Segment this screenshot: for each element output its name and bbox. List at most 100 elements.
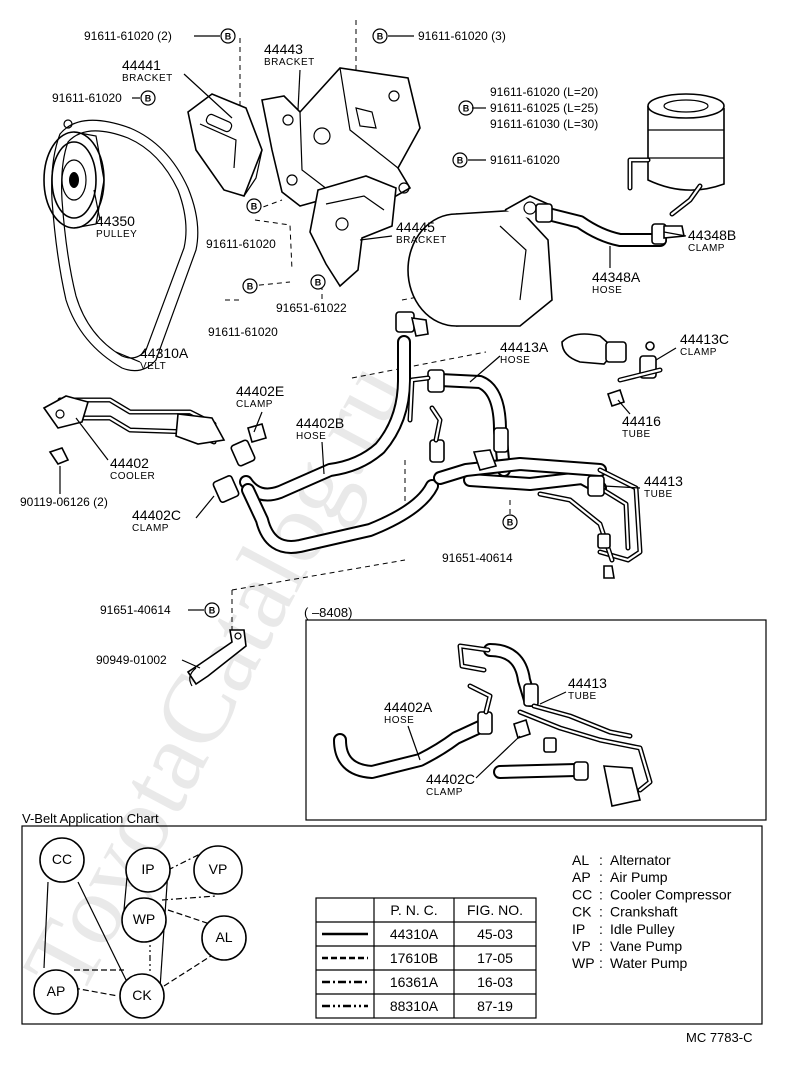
pulley-label-ap: AP — [47, 983, 66, 999]
part-caption-c-44413: TUBE — [644, 489, 673, 500]
pulley-label-ck: CK — [132, 987, 152, 1003]
legend-desc-ip: Idle Pulley — [610, 921, 675, 937]
part-code-c-44441: 44441 — [122, 57, 161, 73]
leader-line — [93, 189, 101, 221]
vbelt-chart-title: V-Belt Application Chart — [22, 811, 159, 826]
bolt-symbol-letter: B — [225, 32, 232, 42]
part-code-c-inset-44402c: 44402C — [426, 771, 475, 787]
part-number-c-91651-61022: 91651-61022 — [276, 301, 347, 315]
part-caption-c-44416: TUBE — [622, 429, 651, 440]
part-number-c-91651-40614-a: 91651-40614 — [442, 551, 513, 565]
leader-line — [469, 355, 501, 383]
part-caption-c-inset-44402c: CLAMP — [426, 787, 463, 798]
part-code-c-44348b: 44348B — [688, 227, 736, 243]
part-number-c-91611-61020-3: 91611-61020 (3) — [418, 29, 506, 43]
part-caption-c-44402c: CLAMP — [132, 523, 169, 534]
cooler-44402 — [42, 395, 226, 465]
tube-44413 — [429, 405, 643, 579]
legend-abbr-cc: CC — [572, 886, 592, 902]
bolt-symbol-icon — [452, 152, 468, 168]
bolt-symbol-letter: B — [377, 32, 384, 42]
part-code-c-inset-44413: 44413 — [568, 675, 607, 691]
pulley-label-wp: WP — [133, 911, 156, 927]
part-caption-c-44413c: CLAMP — [680, 347, 717, 358]
stay-90949-01002 — [186, 629, 247, 687]
bolt-symbol-icon — [220, 28, 236, 44]
leader-line — [475, 735, 521, 779]
bolt-symbol-icon — [502, 514, 518, 530]
table-header-pnc: P. N. C. — [390, 902, 437, 918]
part-code-c-44310a: 44310A — [140, 345, 189, 361]
legend-sep: : — [599, 921, 603, 937]
leader-line — [407, 725, 421, 761]
bolt-symbol-letter: B — [209, 606, 216, 616]
part-code-c-44402e: 44402E — [236, 383, 284, 399]
leader-line — [663, 231, 687, 237]
part-caption-c-44402b: HOSE — [296, 431, 326, 442]
part-caption-c-44402: COOLER — [110, 471, 155, 482]
leader-line — [655, 347, 677, 361]
part-caption-c-44413a: HOSE — [500, 355, 530, 366]
legend-abbr-vp: VP — [572, 938, 591, 954]
reservoir-tank — [627, 93, 725, 217]
bolt-symbol-letter: B — [145, 94, 152, 104]
part-code-c-44413a: 44413A — [500, 339, 549, 355]
bolt-symbol-icon — [204, 602, 220, 618]
legend-sep: : — [599, 886, 603, 902]
legend-sep: : — [599, 938, 603, 954]
legend-sep: : — [599, 955, 603, 971]
part-caption-c-44310a: VELT — [140, 361, 166, 372]
part-caption-c-44441: BRACKET — [122, 73, 173, 84]
part-code-c-44416: 44416 — [622, 413, 661, 429]
bolt-symbol-icon — [246, 198, 262, 214]
bolt-symbol-icon — [242, 278, 258, 294]
leader-line — [321, 441, 325, 475]
hose-44413a — [407, 333, 663, 477]
pulley-label-al: AL — [215, 929, 232, 945]
table-pnc: 17610B — [390, 950, 438, 966]
leader-line — [297, 69, 301, 111]
vbelt-chart-frame — [21, 825, 763, 1025]
leader-line — [359, 235, 393, 241]
part-code-c-44402c: 44402C — [132, 507, 181, 523]
part-code-c-44413: 44413 — [644, 473, 683, 489]
bolt-symbol-icon — [140, 90, 156, 106]
table-fig: 45-03 — [477, 926, 513, 942]
v-belt-44310a — [51, 119, 199, 372]
part-number-c-91651-40614-b: 91651-40614 — [100, 603, 171, 617]
part-code-c-44445: 44445 — [396, 219, 435, 235]
pulley-label-cc: CC — [52, 851, 72, 867]
part-number-c-91611-61020-2: 91611-61020 (2) — [84, 29, 172, 43]
pulley-44350 — [43, 119, 105, 229]
part-caption-c-44443: BRACKET — [264, 57, 315, 68]
bolt-symbol-letter: B — [247, 282, 254, 292]
part-number-c-91611-61020-a: 91611-61020 — [52, 91, 122, 105]
bolt-symbol-letter: B — [315, 278, 322, 288]
bolt-symbol-letter: B — [457, 156, 464, 166]
legend-desc-wp: Water Pump — [610, 955, 687, 971]
legend-desc-cc: Cooler Compressor — [610, 886, 732, 902]
legend-sep: : — [599, 904, 603, 920]
leader-line — [539, 691, 567, 705]
table-pnc: 16361A — [390, 974, 439, 990]
part-number-c-91611-61020-c: 91611-61020 — [206, 237, 276, 251]
callout-labels: 91611-61020 (2)91611-61020 (3)44443BRACK… — [20, 29, 736, 798]
leader-line — [183, 73, 233, 119]
inset-frame — [305, 619, 767, 821]
legend-abbr-al: AL — [572, 852, 589, 868]
table-fig: 17-05 — [477, 950, 513, 966]
bracket-44443 — [261, 67, 421, 207]
table-fig: 16-03 — [477, 974, 513, 990]
part-caption-c-44402e: CLAMP — [236, 399, 273, 410]
hose-44402b — [212, 311, 439, 554]
legend-desc-al: Alternator — [610, 852, 671, 868]
table-fig: 87-19 — [477, 998, 513, 1014]
part-code-c-inset-44402a: 44402A — [384, 699, 433, 715]
table-pnc: 44310A — [390, 926, 439, 942]
part-number-c-91611-61020-b: 91611-61020 — [490, 153, 560, 167]
